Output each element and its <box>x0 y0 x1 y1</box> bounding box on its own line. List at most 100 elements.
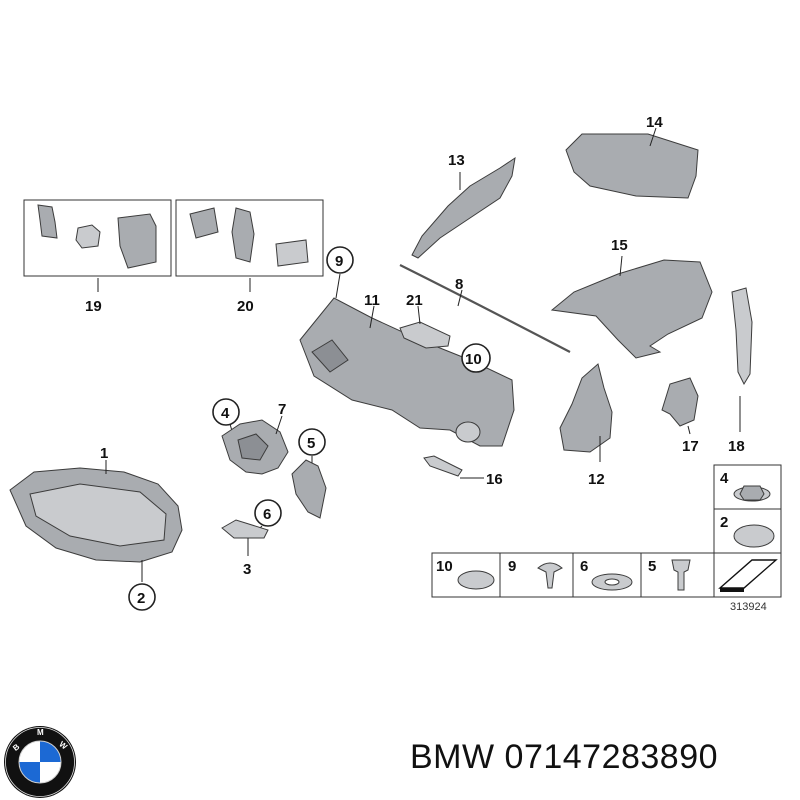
part-15-insulation <box>550 259 713 359</box>
part-20-kit-box <box>175 199 324 277</box>
fastener-cell-2-label: 2 <box>720 514 728 531</box>
svg-text:B: B <box>11 742 21 753</box>
fastener-2-plug <box>733 524 775 548</box>
part-20-callout: 20 <box>237 298 254 315</box>
part-17-bracket <box>661 377 699 427</box>
part-20-kit-group: 20 <box>175 199 324 315</box>
part-10-group: 10 <box>461 343 491 373</box>
part-15-lead <box>619 255 623 277</box>
fastener-symbol-icon <box>718 559 778 589</box>
part-12-group: 12 <box>559 363 613 488</box>
part-8-group: 8 <box>399 264 571 353</box>
fastener-10-clip <box>457 570 495 590</box>
part-4-circle <box>212 398 240 426</box>
part-21-lead <box>417 305 421 325</box>
part-11-cutout <box>311 339 349 373</box>
part-14-lead <box>649 127 657 147</box>
part-11-lead <box>369 305 375 329</box>
part-7-lead <box>275 415 283 435</box>
part-18-callout: 18 <box>728 438 745 455</box>
part-19-callout: 19 <box>85 298 102 315</box>
part-1-group: 1 <box>9 445 183 563</box>
part-9-group: 9 <box>326 246 354 299</box>
part-8-seal <box>399 264 571 353</box>
part-13-group: 13 <box>411 152 516 259</box>
part-18-strip <box>731 287 753 386</box>
part-2-callout: 2 <box>137 590 145 607</box>
part-7-callout: 7 <box>278 401 286 418</box>
part-16-group: 16 <box>423 455 503 488</box>
part-7-group: 7 <box>221 401 289 475</box>
fastener-cell-5-label: 5 <box>648 558 656 575</box>
part-1-surface <box>29 483 167 547</box>
part-19-kit-group: 19 <box>23 199 172 315</box>
part-11-bulkhead <box>299 297 515 447</box>
part-9-callout: 9 <box>335 253 343 270</box>
part-18-group: 18 <box>728 287 753 455</box>
part-17-group: 17 <box>661 377 699 455</box>
part-9-circle <box>326 246 354 274</box>
part-8-callout: 8 <box>455 276 463 293</box>
part-5-bracket <box>291 459 327 519</box>
part-3-bracket <box>221 519 269 539</box>
part-6-circle <box>254 499 282 527</box>
part-10-callout: 10 <box>465 351 482 368</box>
part-5-callout: 5 <box>307 435 315 452</box>
part-19-piece-a <box>37 204 58 239</box>
part-17-callout: 17 <box>682 438 699 455</box>
part-11-group: 11 <box>299 292 515 447</box>
part-21-callout: 21 <box>406 292 423 309</box>
part-caption: BMW 07147283890 <box>410 738 719 776</box>
fastener-table: 4 2 10 9 6 5 313924 <box>431 464 782 613</box>
part-5-circle <box>298 428 326 456</box>
fastener-4-hex <box>739 485 765 501</box>
part-10-circle <box>461 343 491 373</box>
part-7-inner <box>237 433 269 461</box>
part-14-group: 14 <box>565 114 699 199</box>
part-13-callout: 13 <box>448 152 465 169</box>
bmw-logo-icon: B M W <box>4 726 76 798</box>
part-8-lead <box>457 289 463 307</box>
part-1-callout: 1 <box>100 445 108 462</box>
fastener-cell-9-label: 9 <box>508 558 516 575</box>
part-6-group: 6 <box>254 499 282 533</box>
part-12-callout: 12 <box>588 471 605 488</box>
part-4-group: 4 <box>212 398 240 439</box>
fastener-cell-6-label: 6 <box>580 558 588 575</box>
part-16-callout: 16 <box>486 471 503 488</box>
part-3-callout: 3 <box>243 561 251 578</box>
part-20-piece-a <box>189 207 219 239</box>
part-17-lead <box>687 425 691 435</box>
part-20-piece-c <box>275 239 309 267</box>
svg-text:W: W <box>57 740 69 752</box>
fastener-symbol-base <box>720 588 744 592</box>
part-2-group: 2 <box>128 560 156 611</box>
part-19-kit-box <box>23 199 172 277</box>
part-13-insulation <box>411 156 516 259</box>
part-15-group: 15 <box>550 237 713 359</box>
part-4-callout: 4 <box>221 405 230 422</box>
part-21-group: 21 <box>399 292 451 349</box>
fastener-6-hole <box>604 578 620 586</box>
part-14-callout: 14 <box>646 114 663 131</box>
fastener-cell-4-label: 4 <box>720 470 729 487</box>
svg-text:M: M <box>37 728 44 737</box>
part-11-callout: 11 <box>364 292 380 309</box>
part-19-piece-b <box>75 224 101 249</box>
part-9-lead <box>335 273 341 299</box>
fastener-cell-symbol <box>713 552 782 598</box>
part-3-group: 3 <box>221 519 269 578</box>
part-12-panel <box>559 363 613 453</box>
part-16-strip <box>423 455 463 477</box>
fastener-9-rivet <box>537 562 563 589</box>
part-14-mat <box>565 133 699 199</box>
diagram-ref-number: 313924 <box>730 601 767 613</box>
part-20-piece-b <box>231 207 255 263</box>
fastener-5-screw <box>671 559 691 591</box>
part-11-hole <box>455 421 481 443</box>
part-19-piece-c <box>117 213 157 269</box>
part-6-callout: 6 <box>263 506 271 523</box>
fastener-cell-10-label: 10 <box>436 558 453 575</box>
part-15-callout: 15 <box>611 237 628 254</box>
